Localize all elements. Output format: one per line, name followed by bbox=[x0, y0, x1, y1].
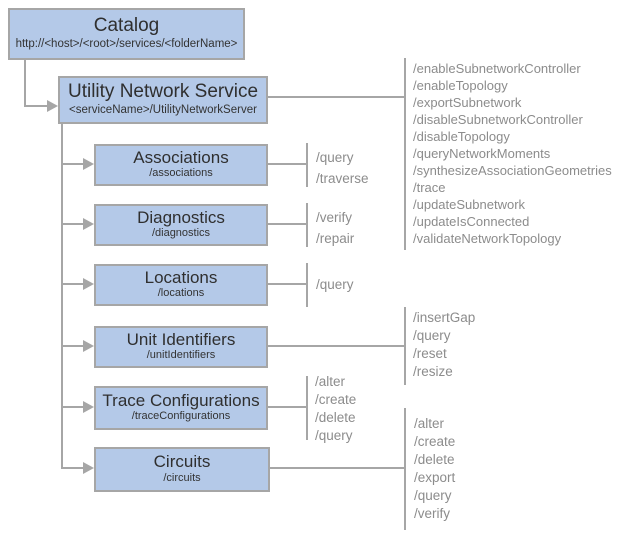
operation-item: /query bbox=[413, 328, 451, 343]
node-circuits-subtitle: /circuits bbox=[163, 471, 201, 484]
operation-item: /synthesizeAssociationGeometries bbox=[413, 163, 612, 178]
operation-item: /updateSubnetwork bbox=[413, 197, 526, 212]
node-locations: Locations /locations bbox=[94, 264, 268, 306]
connector-associations-ops bbox=[268, 163, 306, 165]
node-diagnostics-title: Diagnostics bbox=[137, 207, 225, 227]
tick-service-ops bbox=[404, 58, 406, 250]
arrow-into-service-icon bbox=[47, 100, 58, 112]
operation-item: /export bbox=[414, 470, 456, 485]
branch-unit-identifiers bbox=[61, 345, 84, 347]
node-trace-configurations-subtitle: /traceConfigurations bbox=[131, 410, 231, 423]
branch-circuits bbox=[61, 467, 84, 469]
arrow-into-diagnostics-icon bbox=[83, 218, 94, 230]
arrow-into-unit-identifiers-icon bbox=[83, 340, 94, 352]
operation-item: /updateIsConnected bbox=[413, 214, 530, 229]
tick-trace-configurations-ops bbox=[306, 376, 308, 440]
node-associations: Associations /associations bbox=[94, 144, 268, 186]
node-unit-identifiers-title: Unit Identifiers bbox=[126, 329, 236, 349]
connector-diagnostics-ops bbox=[268, 223, 306, 225]
operation-item: /verify bbox=[316, 210, 353, 225]
operation-item: /enableTopology bbox=[413, 78, 508, 93]
node-trace-configurations-title: Trace Configurations bbox=[102, 390, 260, 410]
branch-trace-configurations bbox=[61, 406, 84, 408]
node-unit-identifiers: Unit Identifiers /unitIdentifiers bbox=[94, 326, 268, 368]
connector-circuits-ops bbox=[270, 467, 404, 469]
node-catalog-subtitle: http://<host>/<root>/services/<folderNam… bbox=[15, 37, 238, 50]
node-catalog-title: Catalog bbox=[93, 15, 160, 37]
operation-item: /create bbox=[414, 434, 456, 449]
node-locations-subtitle: /locations bbox=[157, 287, 205, 300]
operation-item: /delete bbox=[414, 452, 455, 467]
operations-list-unit-identifiers: /insertGap /query /reset /resize bbox=[413, 309, 475, 381]
arrow-into-trace-configurations-icon bbox=[83, 401, 94, 413]
connector-catalog-horizontal bbox=[24, 105, 49, 107]
operation-item: /queryNetworkMoments bbox=[413, 146, 551, 161]
tick-diagnostics-ops bbox=[306, 203, 308, 247]
node-unit-identifiers-subtitle: /unitIdentifiers bbox=[146, 349, 216, 362]
connector-unit-identifiers-ops bbox=[268, 345, 404, 347]
operation-item: /trace bbox=[413, 180, 446, 195]
operations-list-trace-configurations: /alter /create /delete /query bbox=[315, 373, 356, 445]
branch-locations bbox=[61, 283, 84, 285]
operations-list-service: /enableSubnetworkController /enableTopol… bbox=[413, 60, 612, 247]
operations-list-associations: /query /traverse bbox=[316, 147, 369, 189]
operation-item: /insertGap bbox=[413, 310, 476, 325]
tick-locations-ops bbox=[306, 263, 308, 307]
connector-trunk bbox=[61, 124, 63, 469]
node-utility-network-service-title: Utility Network Service bbox=[67, 81, 259, 103]
operation-item: /create bbox=[315, 392, 357, 407]
operation-item: /reset bbox=[413, 346, 447, 361]
operation-item: /enableSubnetworkController bbox=[413, 61, 581, 76]
connector-locations-ops bbox=[268, 283, 306, 285]
branch-associations bbox=[61, 163, 84, 165]
operation-item: /verify bbox=[414, 506, 451, 521]
connector-catalog-vertical bbox=[24, 60, 26, 107]
node-catalog: Catalog http://<host>/<root>/services/<f… bbox=[8, 8, 245, 60]
tick-unit-identifiers-ops bbox=[404, 307, 406, 385]
operation-item: /query bbox=[315, 428, 353, 443]
node-locations-title: Locations bbox=[144, 267, 218, 287]
operations-list-circuits: /alter /create /delete /export /query /v… bbox=[414, 415, 455, 523]
arrow-into-locations-icon bbox=[83, 278, 94, 290]
node-utility-network-service: Utility Network Service <serviceName>/Ut… bbox=[58, 76, 268, 124]
operation-item: /query bbox=[316, 150, 354, 165]
operation-item: /disableSubnetworkController bbox=[413, 112, 583, 127]
operation-item: /delete bbox=[315, 410, 356, 425]
branch-diagnostics bbox=[61, 223, 84, 225]
operations-list-locations: /query bbox=[316, 275, 354, 295]
operation-item: /repair bbox=[316, 231, 355, 246]
operation-item: /disableTopology bbox=[413, 129, 510, 144]
operations-list-diagnostics: /verify /repair bbox=[316, 207, 354, 249]
operation-item: /query bbox=[316, 277, 354, 292]
node-trace-configurations: Trace Configurations /traceConfiguration… bbox=[94, 386, 268, 430]
operation-item: /exportSubnetwork bbox=[413, 95, 522, 110]
connector-service-ops bbox=[268, 96, 404, 98]
node-diagnostics-subtitle: /diagnostics bbox=[151, 227, 211, 240]
operation-item: /validateNetworkTopology bbox=[413, 231, 562, 246]
tick-circuits-ops bbox=[404, 408, 406, 530]
operation-item: /query bbox=[414, 488, 452, 503]
node-diagnostics: Diagnostics /diagnostics bbox=[94, 204, 268, 246]
node-circuits: Circuits /circuits bbox=[94, 447, 270, 492]
arrow-into-circuits-icon bbox=[83, 462, 94, 474]
operation-item: /resize bbox=[413, 364, 453, 379]
connector-trace-configurations-ops bbox=[268, 406, 306, 408]
operation-item: /traverse bbox=[316, 171, 369, 186]
node-associations-subtitle: /associations bbox=[149, 167, 213, 180]
node-utility-network-service-subtitle: <serviceName>/UtilityNetworkServer bbox=[69, 103, 257, 116]
node-circuits-title: Circuits bbox=[153, 452, 211, 472]
tick-associations-ops bbox=[306, 143, 308, 187]
arrow-into-associations-icon bbox=[83, 158, 94, 170]
operation-item: /alter bbox=[414, 416, 445, 431]
node-associations-title: Associations bbox=[133, 147, 229, 167]
operation-item: /alter bbox=[315, 374, 346, 389]
